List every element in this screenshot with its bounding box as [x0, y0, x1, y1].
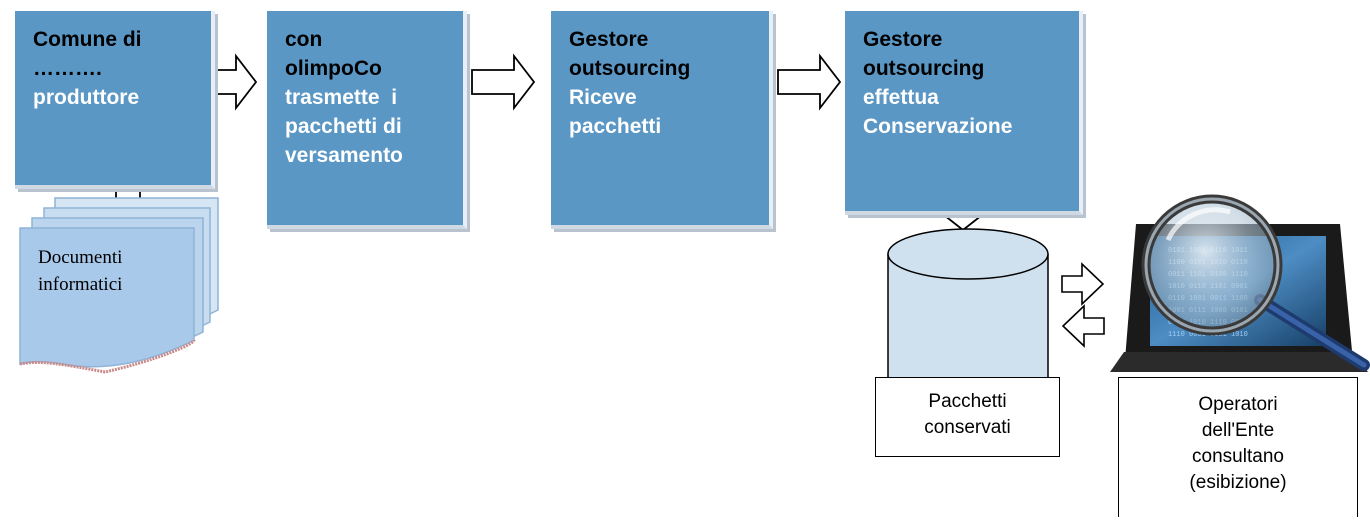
laptop-magnifier-icon: 0101 1001 0110 1011 1100 0101 1010 0110 … [1110, 194, 1370, 372]
left-arrow-icon [1061, 304, 1105, 348]
operators-label-box: Operatori dell'Ente consultano (esibizio… [1118, 377, 1358, 517]
conservation-line-3: effettua [863, 86, 939, 109]
receive-line-2: outsourcing [569, 57, 691, 80]
transmission-line-4: pacchetti di [285, 115, 402, 138]
conservation-line-1: Gestore [863, 28, 943, 51]
receive-line-4: pacchetti [569, 115, 662, 138]
conservation-box: Gestore outsourcing effettua Conservazio… [845, 11, 1083, 215]
transmission-line-5: versamento [285, 144, 403, 167]
conservation-line-2: outsourcing [863, 57, 985, 80]
producer-line-1: Comune di [33, 28, 142, 51]
producer-line-2: ………. [33, 57, 102, 80]
storage-label-box: Pacchetti conservati [875, 377, 1060, 457]
operators-line-4: (esibizione) [1189, 472, 1287, 493]
receive-line-1: Gestore [569, 28, 649, 51]
receive-box: Gestore outsourcing Riceve pacchetti [551, 11, 773, 229]
transmission-box: con olimpoCo trasmette i pacchetti di ve… [267, 11, 467, 229]
storage-line-2: conservati [924, 417, 1011, 438]
storage-line-1: Pacchetti [928, 391, 1007, 412]
right-arrow-icon [777, 53, 842, 111]
right-arrow-icon [471, 53, 536, 111]
documents-line-2: informatici [38, 274, 123, 295]
producer-line-3: produttore [33, 86, 140, 109]
operators-line-3: consultano [1192, 446, 1284, 467]
receive-line-3: Riceve [569, 86, 637, 109]
producer-box: Comune di ………. produttore [15, 11, 215, 189]
conservation-line-4: Conservazione [863, 115, 1013, 138]
database-cylinder-icon [887, 228, 1049, 379]
operators-line-2: dell'Ente [1201, 420, 1275, 441]
operators-line-1: Operatori [1198, 394, 1278, 415]
documents-label: Documenti informatici [38, 244, 122, 298]
transmission-line-2: olimpoCo [285, 57, 382, 80]
documents-line-1: Documenti [38, 247, 123, 268]
right-arrow-icon [1061, 262, 1105, 306]
transmission-line-3: trasmette i [285, 86, 398, 109]
transmission-line-1: con [285, 28, 323, 51]
document-stack-icon [19, 197, 219, 374]
